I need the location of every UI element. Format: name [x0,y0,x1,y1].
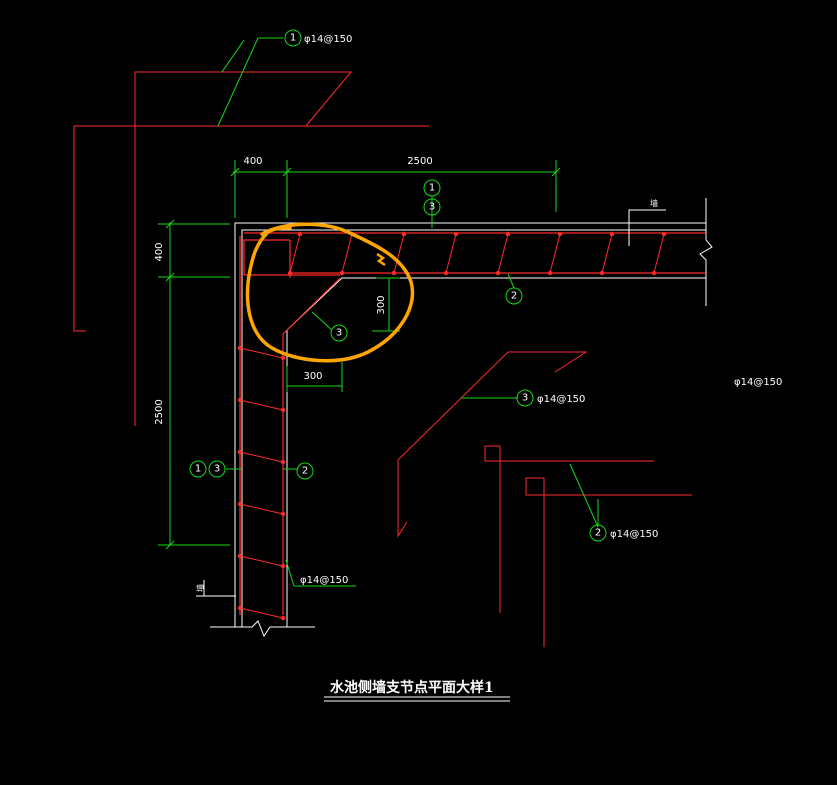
bar-dot [297,231,303,237]
dim-haunch-h: 300 [303,371,322,382]
wall-bar-spec: φ14@150 [300,575,348,586]
bar2-leader [569,463,599,528]
bubble-2-top-label: 2 [511,291,517,302]
bar-dots-horizontal [287,231,667,276]
bar-dot [443,270,449,276]
bar-dot [237,553,243,559]
bubble-3-dim-label: 3 [429,202,435,213]
bar-dot [453,231,459,237]
stirrup-h [393,233,405,274]
wall-leaders [226,196,515,587]
bubble-3-dim [423,198,441,216]
stirrup-h [289,233,301,274]
bubble-1-top [284,29,302,47]
wall-tag-leaders [196,209,666,597]
stirrup-h [601,233,613,274]
bar-dot [557,231,563,237]
dim-left-2500: 2500 [154,399,165,424]
stirrup-h [445,233,457,274]
stirrup-h [497,233,509,274]
bubble-1-top-label: 1 [290,33,296,44]
vertical-stirrups [239,347,284,619]
bar-dot [401,231,407,237]
bar-dot [280,355,286,361]
wall-tag-bottom: 墙 [195,584,205,592]
bar-dot [280,563,286,569]
bubble-1-left [189,460,207,478]
bar-dot [237,397,243,403]
stirrup-v [239,503,284,515]
bubble-2-top [505,287,523,305]
bubble-3-left-label: 3 [214,464,220,475]
dim-left-400: 400 [154,242,165,261]
bar-dot [237,501,243,507]
bar-dot [391,270,397,276]
bar-dot [280,615,286,621]
bar1-detail [73,71,429,426]
bar-dot [237,345,243,351]
markup-squiggle [376,252,386,267]
bar-dot [280,407,286,413]
bubble-1-dim [423,179,441,197]
stirrup-v [239,607,284,619]
bar2-spec: φ14@150 [610,529,658,540]
markup-circle [245,222,415,363]
break-line-right [699,198,713,306]
bar-dot [280,459,286,465]
bar1-leader [217,37,283,127]
bar-dot [280,511,286,517]
title-underline [324,696,510,702]
horizontal-stirrups [289,233,665,274]
bar-dot [339,270,345,276]
bar-dot [237,449,243,455]
bubble-3-haunch [330,324,348,342]
bubble-1-dim-label: 1 [429,183,435,194]
bar-dot [495,270,501,276]
bar-dot [599,270,605,276]
bar-dots-vertical [237,345,286,621]
stray-spec: φ14@150 [734,377,782,388]
dim-haunch-v: 300 [376,295,387,314]
drawing-title: 水池侧墙支节点平面大样1 [330,679,494,696]
bar-dot [547,270,553,276]
stirrup-h [653,233,665,274]
dim-top-400: 400 [243,156,262,167]
stirrup-h [341,233,353,274]
stirrup-h [549,233,561,274]
bubble-3-left [208,460,226,478]
bubble-3-right [516,389,534,407]
bar-dot [661,231,667,237]
bubble-3-haunch-label: 3 [336,328,342,339]
break-line-bottom [210,620,315,638]
bubble-2-left [296,462,314,480]
bar-dot [287,270,293,276]
bubble-2-right-label: 2 [595,528,601,539]
bubble-2-right [589,524,607,542]
bar-dot [505,231,511,237]
wall-rebar [239,232,705,615]
wall-tag-right: 墙 [650,198,658,208]
bubble-3-right-label: 3 [522,393,528,404]
stirrup-v [239,555,284,567]
bubble-2-left-label: 2 [302,466,308,477]
bar2-detail [484,445,692,647]
wall-outline [234,222,706,627]
dimension-lines [158,160,561,550]
stirrup-v [239,347,284,359]
bar1-spec: φ14@150 [304,34,352,45]
bar3-spec: φ14@150 [537,394,585,405]
stirrup-v [239,451,284,463]
stirrup-v [239,399,284,411]
bar-dot [609,231,615,237]
bar3-detail [397,351,588,538]
bubble-1-left-label: 1 [195,464,201,475]
bar-dot [237,605,243,611]
bar-dot [651,270,657,276]
dim-top-2500: 2500 [407,156,432,167]
